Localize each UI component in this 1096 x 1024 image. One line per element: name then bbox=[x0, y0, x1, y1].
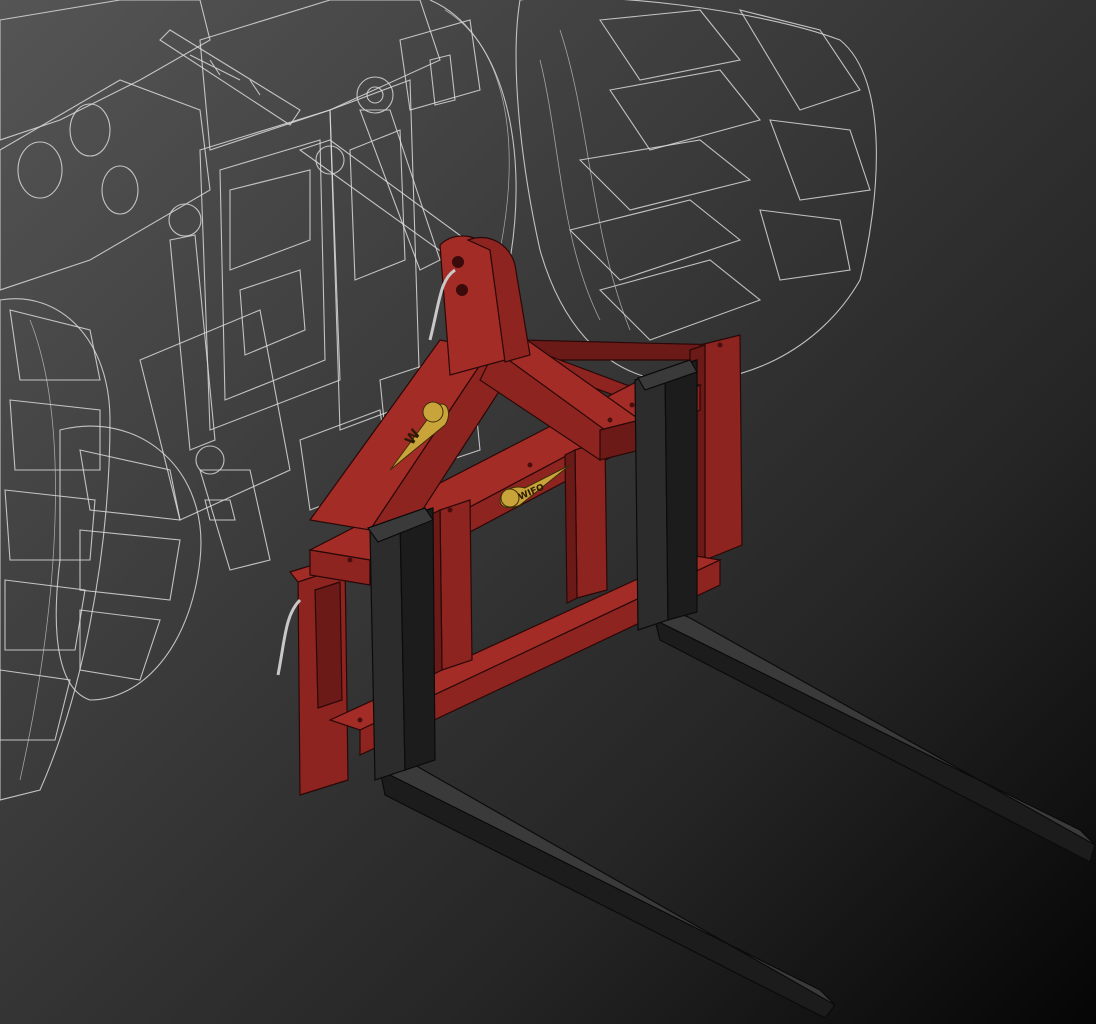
bolts bbox=[347, 342, 723, 723]
inner-post-right bbox=[574, 439, 608, 599]
right-fork bbox=[634, 359, 1096, 863]
left-front-tire bbox=[55, 425, 202, 701]
mast-pin-hole bbox=[452, 256, 464, 268]
tractor-chassis bbox=[0, 0, 481, 521]
side-lynch-pin bbox=[276, 598, 302, 676]
fork-tines bbox=[367, 359, 1096, 1019]
right-fork-shank bbox=[634, 369, 669, 631]
upright-logo-text: W bbox=[402, 426, 424, 448]
right-upright-plate bbox=[699, 334, 743, 561]
left-fork-shank bbox=[369, 517, 406, 781]
inner-post-left bbox=[439, 499, 473, 671]
right-rear-tire bbox=[515, 0, 877, 382]
upright-logo: W bbox=[389, 401, 449, 471]
left-rear-tire bbox=[0, 298, 111, 801]
mast-lynch-pin bbox=[428, 268, 456, 341]
left-fork bbox=[367, 507, 836, 1019]
crossbar-logo: WIFO bbox=[499, 464, 571, 509]
mast-pin-hole-lower bbox=[456, 284, 468, 296]
